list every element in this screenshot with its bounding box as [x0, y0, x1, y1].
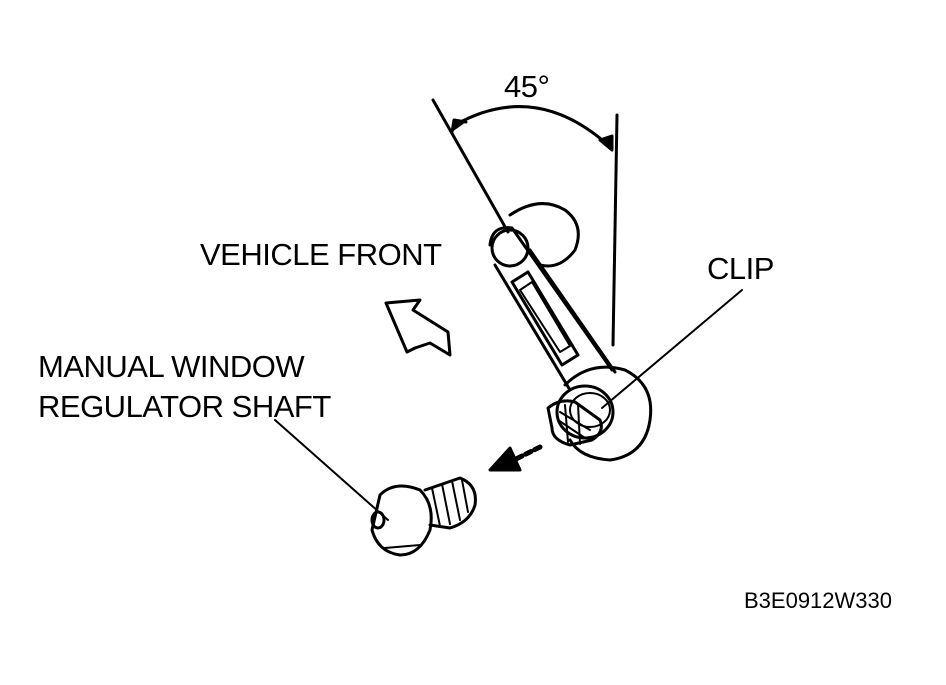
shaft-leader-line: [274, 419, 389, 521]
handle-knob: [490, 202, 580, 268]
clip-part: [546, 399, 603, 447]
angle-arrow-left: [450, 118, 468, 134]
angle-arrow-right: [598, 134, 614, 152]
angle-reference-line-tilted: [431, 98, 510, 234]
clip-leader-line: [601, 289, 743, 409]
angle-arc: [453, 105, 610, 147]
shaft-label-line2: REGULATOR SHAFT: [38, 389, 331, 424]
removal-direction-arrow: [488, 444, 543, 472]
crank-arm: [488, 226, 617, 392]
clip-label: CLIP: [707, 251, 774, 286]
vehicle-front-arrow: [384, 298, 452, 357]
regulator-shaft: [370, 476, 477, 557]
angle-label: 45°: [504, 69, 550, 104]
figure-code: B3E0912W330: [744, 588, 892, 613]
shaft-label-line1: MANUAL WINDOW: [38, 349, 305, 384]
vehicle-front-label: VEHICLE FRONT: [200, 237, 442, 272]
angle-reference-line-vertical: [611, 113, 619, 347]
